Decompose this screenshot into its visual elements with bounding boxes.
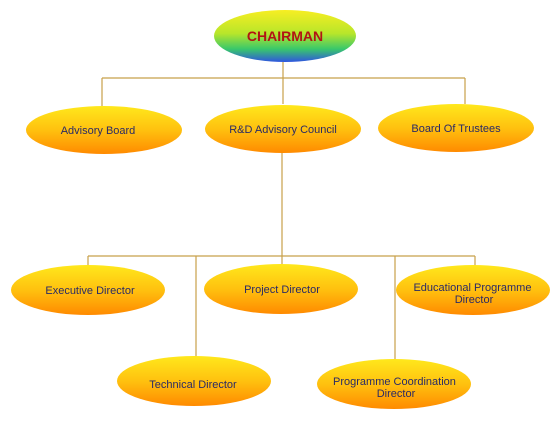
node-programme-coordination-director-shape (317, 359, 471, 409)
node-project-director-shape (204, 264, 358, 314)
connectors-level2 (87, 152, 476, 362)
node-educational-programme-director: Educational Programme Director (396, 265, 550, 315)
node-executive-director: Executive Director (11, 265, 165, 315)
node-rd-advisory-council-label: R&D Advisory Council (229, 124, 337, 136)
node-technical-director-shape (117, 356, 271, 406)
node-board-of-trustees: Board Of Trustees (378, 104, 534, 152)
node-chairman-shape (214, 10, 356, 62)
node-programme-coordination-director-label: Programme Coordination Director (333, 376, 459, 400)
node-rd-advisory-council-shape (205, 105, 361, 153)
node-programme-coordination-director-line-1: Programme Coordination (333, 376, 456, 388)
node-executive-director-label: Executive Director (45, 285, 135, 297)
node-educational-programme-director-label: Educational Programme Director (413, 282, 534, 306)
node-project-director-label: Project Director (244, 284, 320, 296)
node-chairman-label: CHAIRMAN (247, 28, 323, 44)
node-board-of-trustees-label: Board Of Trustees (411, 123, 501, 135)
node-board-of-trustees-shape (378, 104, 534, 152)
node-technical-director-label: Technical Director (149, 379, 237, 391)
node-educational-programme-director-shape (396, 265, 550, 315)
node-advisory-board-label: Advisory Board (61, 125, 136, 137)
connectors-level1 (101, 62, 466, 106)
node-executive-director-shape (11, 265, 165, 315)
node-advisory-board: Advisory Board (26, 106, 182, 154)
node-chairman: CHAIRMAN (214, 10, 356, 62)
node-programme-coordination-director-line-2: Director (377, 388, 416, 400)
node-technical-director: Technical Director (117, 356, 271, 406)
node-educational-programme-director-line-1: Educational Programme (413, 282, 531, 294)
node-rd-advisory-council: R&D Advisory Council (205, 105, 361, 153)
node-educational-programme-director-line-2: Director (455, 294, 494, 306)
node-project-director: Project Director (204, 264, 358, 314)
node-advisory-board-shape (26, 106, 182, 154)
node-programme-coordination-director: Programme Coordination Director (317, 359, 471, 409)
